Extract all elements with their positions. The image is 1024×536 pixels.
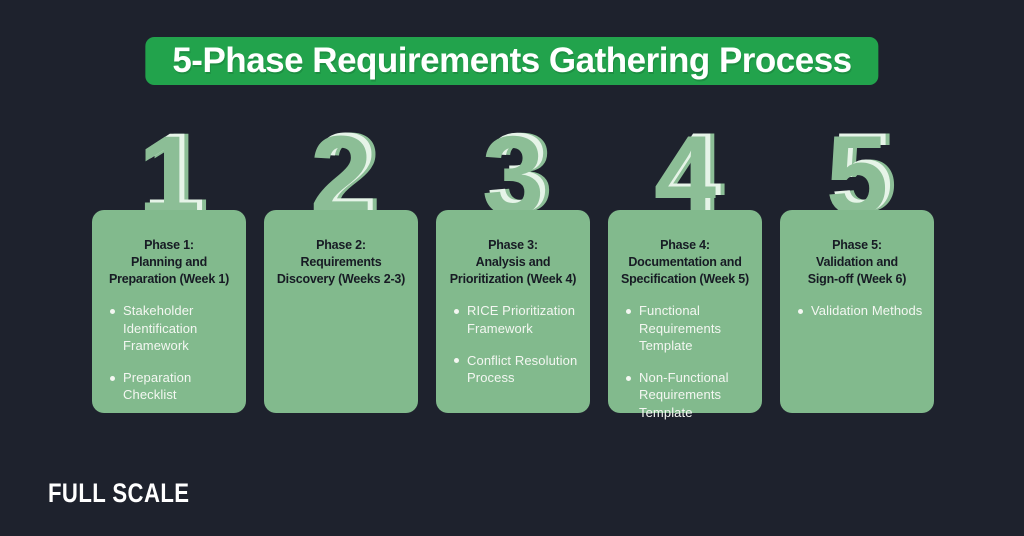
phase-card-1: Phase 1: Planning and Preparation (Week … <box>92 210 246 413</box>
phase-card-title: Phase 2: Requirements Discovery (Weeks 2… <box>276 238 406 286</box>
phase-number-1: 1 <box>137 113 201 238</box>
phase-number-5: 5 <box>825 113 889 238</box>
phase-column-2: 2 Phase 2: Requirements Discovery (Weeks… <box>264 0 418 440</box>
bullet-list: Validation Methods <box>790 302 924 319</box>
phase-number-4: 4 <box>653 113 717 238</box>
phase-column-3: 3 Phase 3: Analysis and Prioritization (… <box>436 0 590 440</box>
phase-card-5: Phase 5: Validation and Sign-off (Week 6… <box>780 210 934 413</box>
phase-card-title: Phase 4: Documentation and Specification… <box>620 238 750 286</box>
bullet-list: Stakeholder Identification Framework Pre… <box>102 302 236 403</box>
phase-card-title: Phase 5: Validation and Sign-off (Week 6… <box>807 238 907 286</box>
bullet-item: Conflict Resolution Process <box>454 352 580 387</box>
phase-number-2: 2 <box>309 113 373 238</box>
phase-card-4: Phase 4: Documentation and Specification… <box>608 210 762 420</box>
bullet-item: Preparation Checklist <box>110 369 236 404</box>
phase-number-3: 3 <box>481 113 545 238</box>
bullet-item: Stakeholder Identification Framework <box>110 302 236 354</box>
page-title: 5-Phase Requirements Gathering Process <box>172 41 852 80</box>
bullet-item: RICE Prioritization Framework <box>454 302 580 337</box>
bullet-list: RICE Prioritization Framework Conflict R… <box>446 302 580 386</box>
phase-column-1: 1 Phase 1: Planning and Preparation (Wee… <box>92 0 246 440</box>
phase-card-title: Phase 1: Planning and Preparation (Week … <box>108 238 230 286</box>
bullet-item: Validation Methods <box>798 302 924 319</box>
phase-card-2: Phase 2: Requirements Discovery (Weeks 2… <box>264 210 418 413</box>
phases-row: 1 Phase 1: Planning and Preparation (Wee… <box>92 0 934 440</box>
phase-column-5: 5 Phase 5: Validation and Sign-off (Week… <box>780 0 934 440</box>
phase-card-title: Phase 3: Analysis and Prioritization (We… <box>449 238 577 286</box>
bullet-item: Functional Requirements Template <box>626 302 752 354</box>
phase-column-4: 4 Phase 4: Documentation and Specificati… <box>608 0 762 440</box>
title-banner: 5-Phase Requirements Gathering Process <box>145 37 879 85</box>
bullet-list: Functional Requirements Template Non-Fun… <box>618 302 752 421</box>
phase-card-3: Phase 3: Analysis and Prioritization (We… <box>436 210 590 413</box>
bullet-item: Non-Functional Requirements Template <box>626 369 752 421</box>
full-scale-logo: FULL SCALE <box>48 478 190 508</box>
